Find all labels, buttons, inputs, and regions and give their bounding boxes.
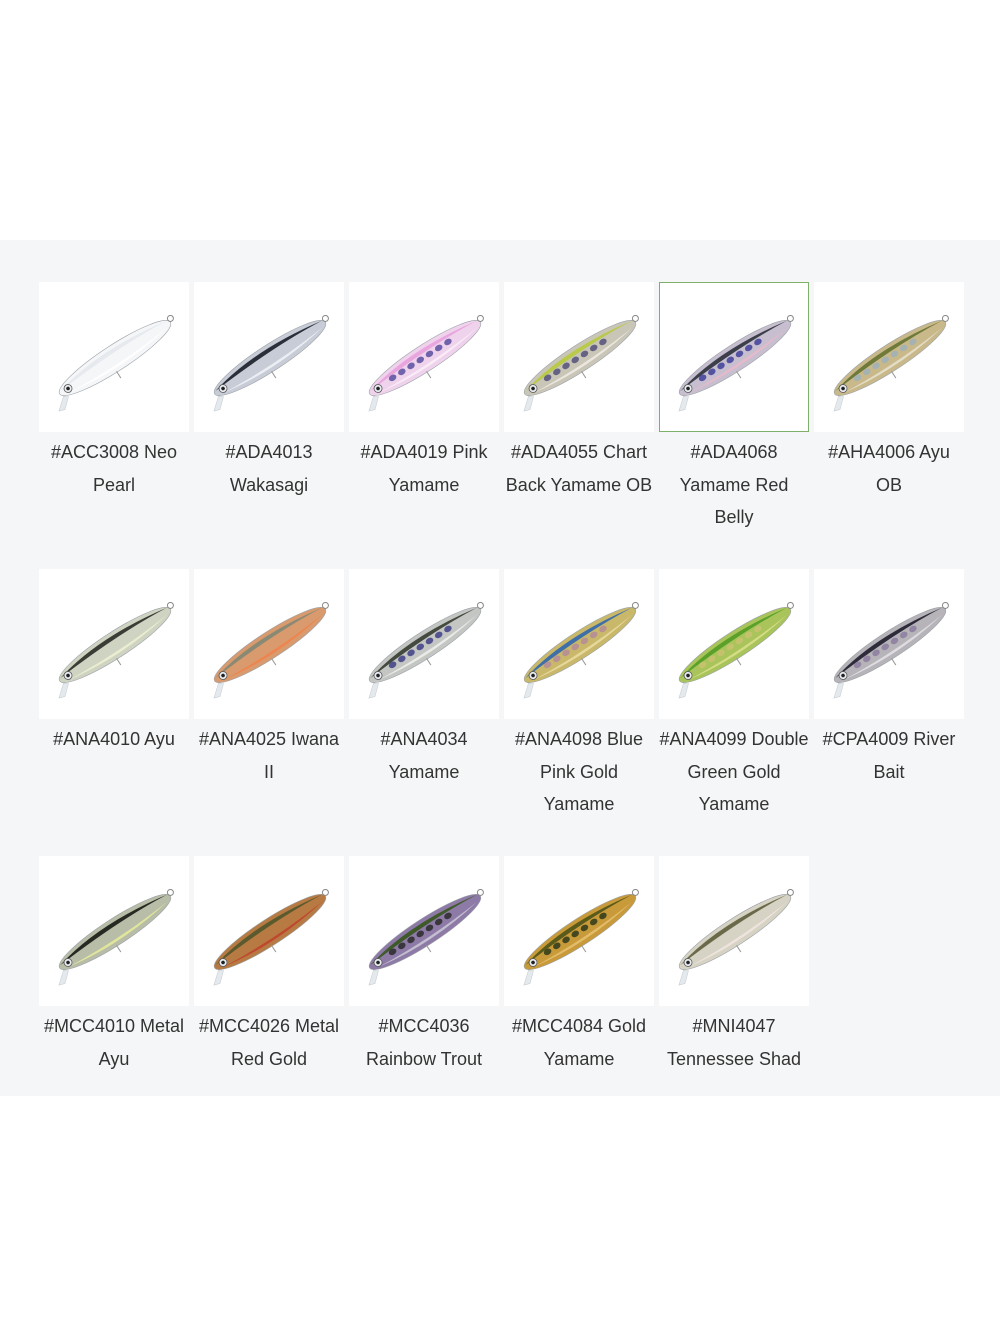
lure-image bbox=[58, 888, 174, 986]
lure-image bbox=[678, 888, 794, 986]
color-swatch-label: #MCC4036 Rainbow Trout bbox=[365, 1016, 483, 1069]
color-swatch-item[interactable]: #ANA4010 Ayu bbox=[39, 569, 189, 756]
color-swatch-label: #ANA4099 Double Green Gold Yamame bbox=[659, 729, 809, 814]
color-swatch-item[interactable]: #CPA4009 River Bait bbox=[814, 569, 964, 788]
lure-image bbox=[58, 601, 174, 699]
lure-image bbox=[523, 601, 639, 699]
color-swatch-label: #ANA4025 Iwana II bbox=[198, 729, 340, 782]
lure-thumbnail[interactable] bbox=[194, 282, 344, 432]
lure-image bbox=[58, 314, 174, 412]
color-swatch-item[interactable]: #ANA4098 Blue Pink Gold Yamame bbox=[504, 569, 654, 821]
lure-thumbnail[interactable] bbox=[504, 282, 654, 432]
lure-image bbox=[213, 601, 329, 699]
lure-thumbnail[interactable] bbox=[39, 856, 189, 1006]
color-swatch-label: #ADA4013 Wakasagi bbox=[225, 442, 313, 495]
lure-thumbnail[interactable] bbox=[504, 569, 654, 719]
lure-image bbox=[833, 601, 949, 699]
lure-image bbox=[523, 314, 639, 412]
color-swatch-label: #ANA4010 Ayu bbox=[53, 729, 175, 749]
color-swatch-item[interactable]: #MNI4047 Tennessee Shad bbox=[659, 856, 809, 1075]
lure-image bbox=[523, 888, 639, 986]
color-swatch-label: #ANA4034 Yamame bbox=[380, 729, 468, 782]
color-swatch-item[interactable]: #AHA4006 Ayu OB bbox=[814, 282, 964, 501]
lure-thumbnail[interactable] bbox=[194, 856, 344, 1006]
color-swatch-label: #ADA4055 Chart Back Yamame OB bbox=[505, 442, 653, 495]
lure-image bbox=[368, 314, 484, 412]
color-swatch-label: #MCC4084 Gold Yamame bbox=[511, 1016, 647, 1069]
color-swatch-label: #CPA4009 River Bait bbox=[822, 729, 956, 782]
lure-thumbnail[interactable] bbox=[659, 569, 809, 719]
lure-image bbox=[678, 601, 794, 699]
lure-image bbox=[368, 888, 484, 986]
color-swatch-item[interactable]: #ANA4025 Iwana II bbox=[194, 569, 344, 788]
color-swatch-label: #ADA4019 Pink Yamame bbox=[360, 442, 488, 495]
color-swatch-item[interactable]: #MCC4084 Gold Yamame bbox=[504, 856, 654, 1075]
lure-thumbnail[interactable] bbox=[814, 569, 964, 719]
lure-thumbnail[interactable] bbox=[39, 569, 189, 719]
lure-thumbnail[interactable] bbox=[504, 856, 654, 1006]
color-swatch-item[interactable]: #ADA4013 Wakasagi bbox=[194, 282, 344, 501]
lure-thumbnail[interactable] bbox=[814, 282, 964, 432]
lure-image bbox=[213, 888, 329, 986]
color-swatch-item[interactable]: #MCC4010 Metal Ayu bbox=[39, 856, 189, 1075]
lure-image bbox=[213, 314, 329, 412]
color-swatch-item[interactable]: #ADA4068 Yamame Red Belly bbox=[659, 282, 809, 534]
color-swatch-label: #MCC4010 Metal Ayu bbox=[43, 1016, 185, 1069]
color-swatch-item[interactable]: #MCC4036 Rainbow Trout bbox=[349, 856, 499, 1075]
lure-thumbnail[interactable] bbox=[659, 856, 809, 1006]
color-swatch-label: #MNI4047 Tennessee Shad bbox=[666, 1016, 802, 1069]
color-swatch-label: #ACC3008 Neo Pearl bbox=[50, 442, 178, 495]
color-swatch-item[interactable]: #ANA4034 Yamame bbox=[349, 569, 499, 788]
color-swatch-item[interactable]: #MCC4026 Metal Red Gold bbox=[194, 856, 344, 1075]
color-swatch-item[interactable]: #ACC3008 Neo Pearl bbox=[39, 282, 189, 501]
color-swatch-label: #AHA4006 Ayu OB bbox=[828, 442, 950, 495]
lure-thumbnail[interactable] bbox=[659, 282, 809, 432]
lure-image bbox=[678, 314, 794, 412]
lure-thumbnail[interactable] bbox=[349, 856, 499, 1006]
lure-thumbnail[interactable] bbox=[39, 282, 189, 432]
lure-image bbox=[368, 601, 484, 699]
color-swatch-item[interactable]: #ADA4019 Pink Yamame bbox=[349, 282, 499, 501]
color-swatch-label: #ADA4068 Yamame Red Belly bbox=[679, 442, 789, 527]
color-swatch-label: #ANA4098 Blue Pink Gold Yamame bbox=[514, 729, 644, 814]
color-swatch-item[interactable]: #ADA4055 Chart Back Yamame OB bbox=[504, 282, 654, 501]
lure-thumbnail[interactable] bbox=[349, 282, 499, 432]
lure-image bbox=[833, 314, 949, 412]
color-swatch-label: #MCC4026 Metal Red Gold bbox=[198, 1016, 340, 1069]
lure-thumbnail[interactable] bbox=[194, 569, 344, 719]
lure-thumbnail[interactable] bbox=[349, 569, 499, 719]
color-swatch-item[interactable]: #ANA4099 Double Green Gold Yamame bbox=[659, 569, 809, 821]
